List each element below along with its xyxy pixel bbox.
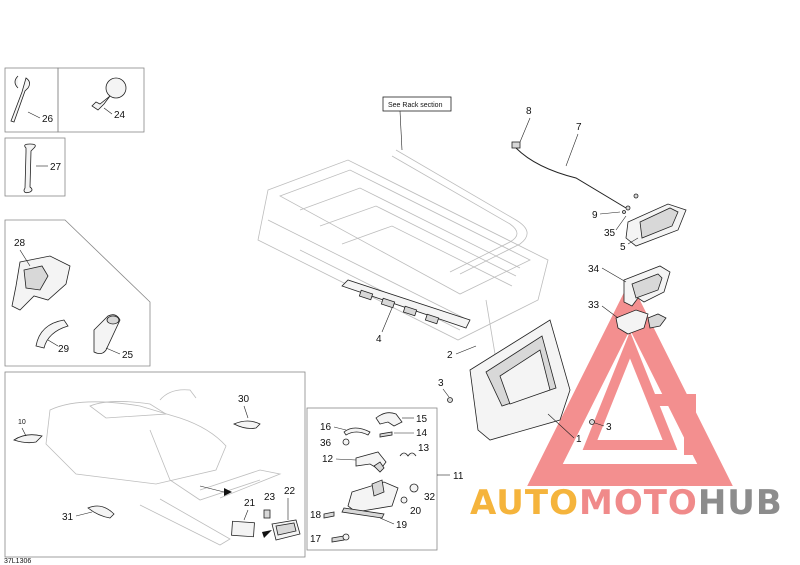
tool-box-24: [57, 67, 145, 133]
bag-28-icon: [11, 255, 71, 311]
callout-34: 34: [588, 264, 600, 275]
callout-11: 11: [453, 471, 464, 482]
callout-16: 16: [320, 422, 332, 433]
trim-strip-4-icon: [341, 279, 471, 329]
callout-14: 14: [416, 428, 428, 439]
callout-26: 26: [42, 114, 54, 125]
decal-31-icon: [87, 505, 115, 519]
callout-24: 24: [114, 110, 126, 121]
callout-31: 31: [62, 512, 74, 523]
nut-36-icon: [342, 438, 350, 446]
callout-3a: 3: [438, 378, 444, 389]
latch-33-icon: [615, 309, 667, 335]
screw-9-icon: [622, 193, 639, 214]
callout-9: 9: [592, 210, 598, 221]
see-rack-label: See Rack section: [388, 102, 443, 109]
callout-12: 12: [322, 454, 334, 465]
screw-17-icon: [331, 533, 350, 543]
screw-3b-icon: [589, 419, 595, 425]
see-rack-box: [382, 96, 452, 112]
callout-13: 13: [418, 443, 430, 454]
vehicle-box: [4, 371, 306, 558]
callout-30: 30: [238, 394, 250, 405]
plate-21-icon: [231, 520, 255, 538]
base-19-icon: [341, 479, 399, 519]
callout-8: 8: [526, 106, 532, 117]
callout-15: 15: [416, 414, 428, 425]
cable-7-icon: [511, 141, 627, 209]
diagram-code: 37L1306: [4, 558, 31, 565]
wrench-26-icon: [10, 75, 30, 123]
callout-20: 20: [410, 506, 422, 517]
light-housing-5-icon: [625, 203, 687, 247]
latch-12-icon: [355, 451, 387, 473]
handle-16-icon: [343, 427, 371, 436]
callout-19: 19: [396, 520, 408, 531]
decal-10-icon: [13, 434, 43, 444]
callout-27: 27: [50, 162, 62, 173]
spring-13-icon: [399, 452, 417, 457]
bracket-34-icon: [623, 265, 671, 307]
callout-21: 21: [244, 498, 256, 509]
callout-36: 36: [320, 438, 332, 449]
storage-bag-1-icon: [469, 319, 571, 441]
screw-3a-icon: [447, 397, 453, 403]
callout-29: 29: [58, 344, 70, 355]
callout-5: 5: [620, 242, 626, 253]
callout-33: 33: [588, 300, 600, 311]
callout-17: 17: [310, 534, 322, 545]
screw-18-icon: [323, 511, 335, 519]
callout-28: 28: [14, 238, 26, 249]
bottle-25-icon: [93, 314, 121, 354]
strap-29-icon: [35, 319, 69, 349]
callout-3b: 3: [606, 422, 612, 433]
callout-10: 10: [18, 419, 26, 426]
washer-20-icon: [400, 496, 408, 504]
callout-18: 18: [310, 510, 322, 521]
callout-23: 23: [264, 492, 276, 503]
callout-1: 1: [576, 434, 582, 445]
clip-23-icon: [263, 509, 271, 519]
rack-outline: [257, 149, 549, 341]
wrench-27-icon: [23, 143, 36, 194]
tool-box-27: [4, 137, 66, 197]
knob-32-icon: [409, 483, 419, 493]
callout-22: 22: [284, 486, 296, 497]
callout-4: 4: [376, 334, 382, 345]
tool-24-icon: [91, 77, 127, 111]
callout-35: 35: [604, 228, 616, 239]
callout-32: 32: [424, 492, 436, 503]
holder-22-icon: [271, 519, 301, 541]
hardware-box: [306, 407, 438, 551]
callout-25: 25: [122, 350, 134, 361]
callout-7: 7: [576, 122, 582, 133]
callout-2: 2: [447, 350, 453, 361]
snowmobile-outline: [45, 389, 282, 546]
watermark-logo: [527, 280, 733, 486]
tool-box-28: [4, 219, 151, 367]
bracket-15-icon: [375, 412, 403, 427]
watermark-text: AUTOMOTOHUB: [470, 483, 783, 523]
pin-14-icon: [379, 431, 393, 438]
decal-30-icon: [233, 420, 261, 429]
